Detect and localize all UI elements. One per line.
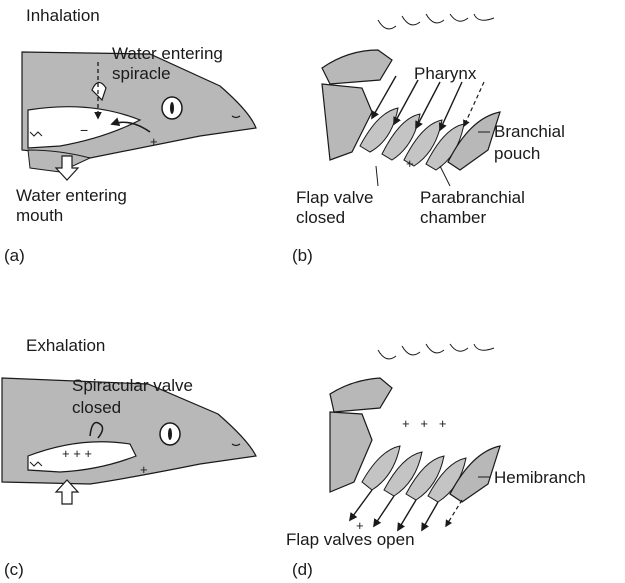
panel-d-tag: (d) (292, 560, 313, 580)
panel-b-branchial-label-line1: Branchial (494, 122, 565, 142)
panel-a-spiracle-label-line1: Water entering (112, 44, 223, 64)
panel-a-minus-sign: − (80, 120, 88, 140)
panel-a-tag: (a) (4, 246, 25, 266)
panel-d-hemibranch-label: Hemibranch (494, 468, 586, 488)
panel-c-valve-label-line2: closed (72, 398, 121, 418)
panel-b-flap-label-line1: Flap valve (296, 188, 373, 208)
panel-c-plus-sign: + (140, 460, 148, 480)
panel-c-plus-row: + + + (62, 444, 92, 464)
panel-b-para-label-line2: chamber (420, 208, 486, 228)
panel-b-para-label-line1: Parabranchial (420, 188, 525, 208)
panel-a-mouth-label-line1: Water entering (16, 186, 127, 206)
panel-a-mouth-label-line2: mouth (16, 206, 63, 226)
panel-d-flap-open-label: Flap valves open (286, 530, 415, 550)
panel-b-tag: (b) (292, 246, 313, 266)
panel-c-shark-head (2, 378, 256, 504)
panel-b-pharynx-label: Pharynx (414, 64, 476, 84)
panel-a-heading: Inhalation (26, 6, 100, 26)
panel-d-plus-row: + + + (402, 414, 446, 434)
panel-c-valve-label-line1: Spiracular valve (72, 376, 193, 396)
panel-b-branchial-label-line2: pouch (494, 144, 540, 164)
panel-c-tag: (c) (4, 560, 24, 580)
panel-a-plus-sign: + (150, 132, 158, 152)
panel-b-plus-sign: + (406, 154, 414, 174)
panel-a-spiracle-label-line2: spiracle (112, 64, 171, 84)
panel-b-flap-label-line2: closed (296, 208, 345, 228)
panel-c-heading: Exhalation (26, 336, 105, 356)
